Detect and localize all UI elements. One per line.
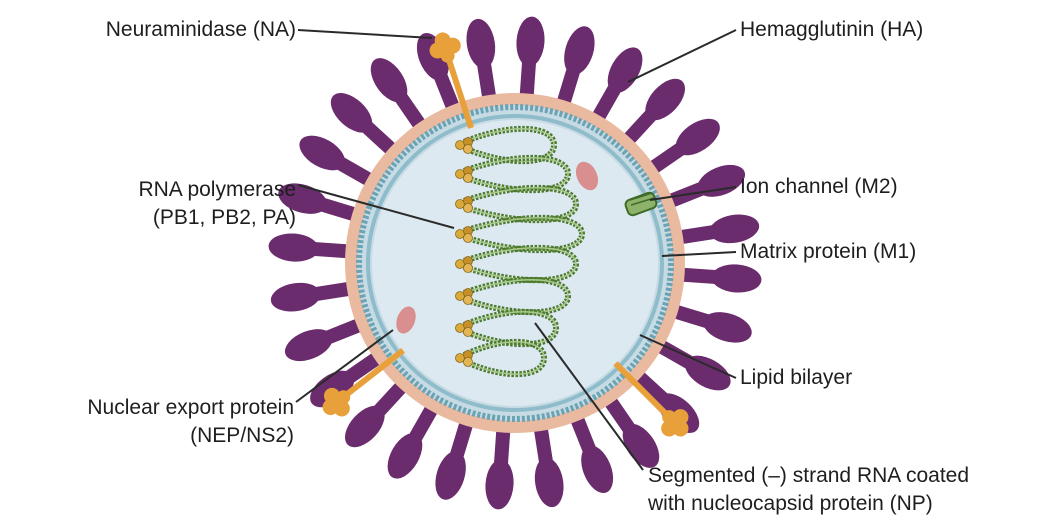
label-rna-polymerase-line2: (PB1, PB2, PA) — [20, 206, 296, 230]
label-nuclear-export-line2: (NEP/NS2) — [2, 424, 294, 448]
rna-polymerase-bead — [464, 204, 473, 213]
label-matrix-protein: Matrix protein (M1) — [740, 240, 916, 264]
label-rna-polymerase-line1: RNA polymerase — [20, 178, 296, 202]
label-hemagglutinin: Hemagglutinin (HA) — [740, 18, 923, 42]
rna-polymerase-bead — [464, 145, 473, 154]
rna-polymerase-bead — [464, 234, 473, 243]
label-neuraminidase: Neuraminidase (NA) — [20, 18, 296, 42]
label-ion-channel: Ion channel (M2) — [740, 175, 898, 199]
rna-polymerase-bead — [464, 296, 473, 305]
rna-polymerase-bead — [464, 264, 473, 273]
label-segmented-rna-line2: with nucleocapsid protein (NP) — [648, 492, 933, 516]
rna-polymerase-bead — [464, 174, 473, 183]
label-segmented-rna-line1: Segmented (–) strand RNA coated — [648, 464, 969, 488]
label-lipid-bilayer: Lipid bilayer — [740, 366, 852, 390]
rna-polymerase-bead — [464, 328, 473, 337]
rna-polymerase-bead — [464, 358, 473, 367]
label-nuclear-export-line1: Nuclear export protein — [2, 396, 294, 420]
